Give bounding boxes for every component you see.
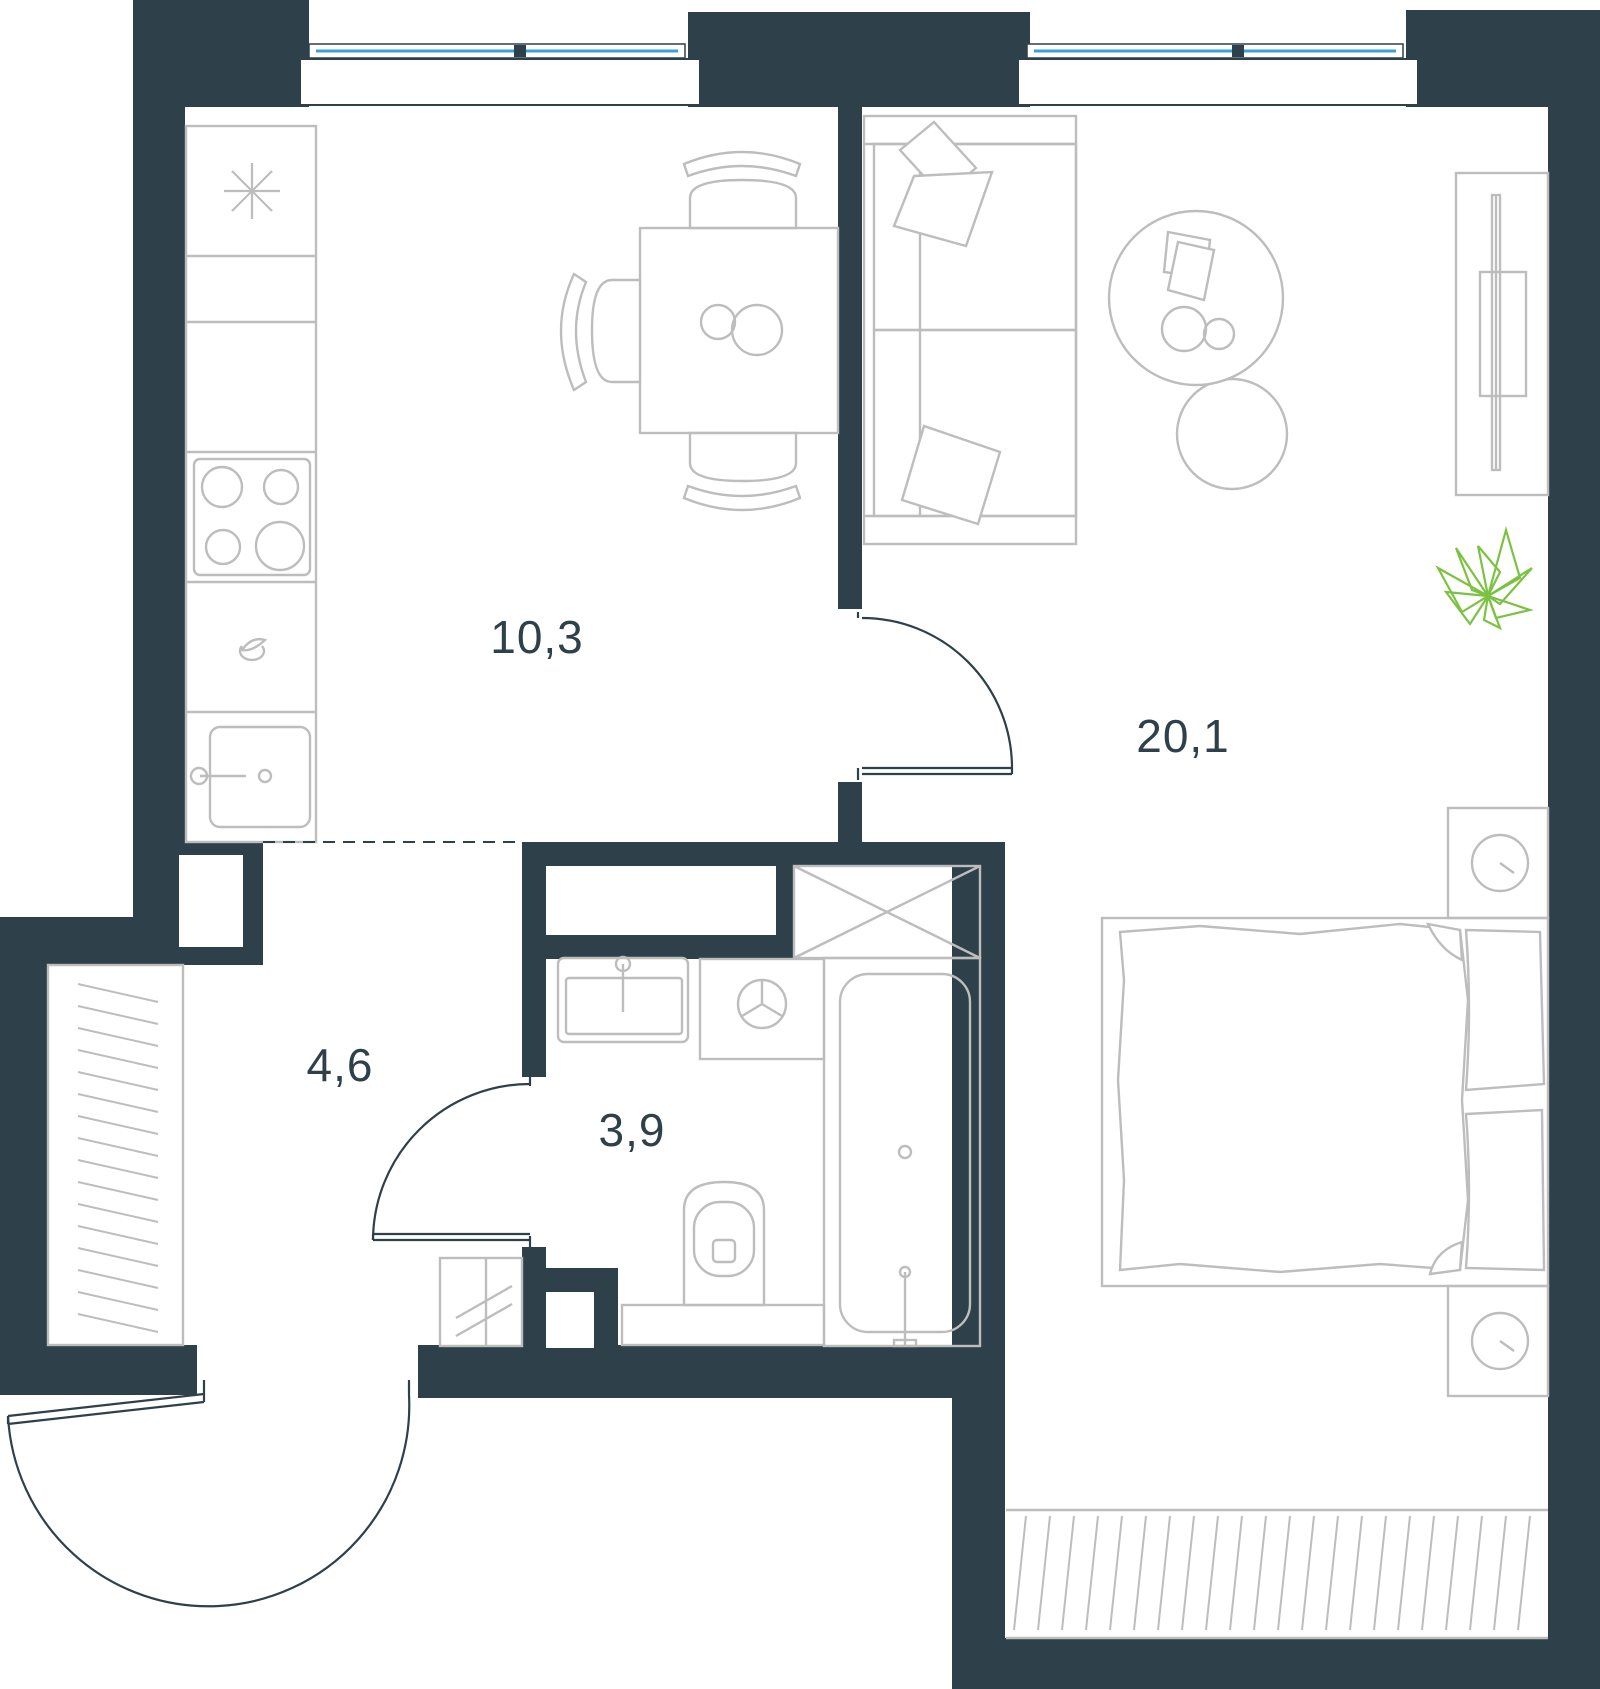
cushion-icon xyxy=(892,120,1002,526)
wardrobe-hatch-line xyxy=(77,1027,159,1047)
toilet xyxy=(620,1180,826,1347)
balcony-hatch-line xyxy=(1493,1515,1507,1631)
dining-chair-top xyxy=(682,150,802,230)
bathtub xyxy=(822,956,982,1348)
wardrobe-hatch-line xyxy=(77,1269,159,1289)
balcony-hatch-line xyxy=(1421,1515,1435,1631)
washing-machine xyxy=(698,957,826,1061)
dining-chair-bottom xyxy=(682,431,802,512)
balcony-hatch-line xyxy=(1325,1515,1339,1631)
balcony-hatch-line xyxy=(1253,1515,1267,1631)
wardrobe-hatch-line xyxy=(77,1005,159,1025)
wardrobe-hatch-line xyxy=(77,1313,159,1333)
bathroom-area-label: 3,9 xyxy=(599,1104,666,1156)
wardrobe-hatch-line xyxy=(77,1203,159,1223)
hall-wardrobe-hatch xyxy=(77,983,159,1333)
balcony-hatch-line xyxy=(1445,1515,1459,1631)
balcony-hatch-line xyxy=(1277,1515,1291,1631)
living-area-label: 20,1 xyxy=(1136,710,1230,762)
wardrobe-hatch-line xyxy=(77,983,159,1003)
nightstand-bottom xyxy=(1446,1284,1550,1398)
kitchen-sink-icon xyxy=(189,725,312,829)
balcony-hatch-line xyxy=(1205,1515,1219,1631)
wardrobe-hatch-line xyxy=(77,1291,159,1311)
shoe-rack xyxy=(438,1256,524,1348)
wardrobe-hatch-line xyxy=(77,1225,159,1245)
wall-cutouts xyxy=(179,855,774,1348)
balcony-hatch-line xyxy=(1037,1515,1051,1631)
wardrobe-hatch-line xyxy=(77,1159,159,1179)
balcony-hatch-line xyxy=(1349,1515,1363,1631)
hall-area-label: 4,6 xyxy=(307,1039,374,1091)
stove-icon xyxy=(192,457,312,577)
wardrobe-hatch-line xyxy=(77,1049,159,1069)
bathroom-sink xyxy=(556,955,690,1044)
bed xyxy=(1100,916,1550,1288)
living-balcony-glazing xyxy=(1006,1508,1548,1640)
balcony-hatch-line xyxy=(1469,1515,1483,1631)
balcony-hatch-line xyxy=(1397,1515,1411,1631)
door-kitchen-living xyxy=(856,612,1014,780)
dishwasher-icon xyxy=(238,637,268,662)
balcony-hatch-line xyxy=(1133,1515,1147,1631)
dining-table xyxy=(638,226,840,435)
balcony-hatch-line xyxy=(1301,1515,1315,1631)
living-balcony-hatch xyxy=(1013,1515,1531,1631)
window-kitchen xyxy=(299,43,701,106)
balcony-hatch-line xyxy=(1229,1515,1243,1631)
balcony-hatch-line xyxy=(1517,1515,1531,1631)
balcony-hatch-line xyxy=(1109,1515,1123,1631)
entrance-door xyxy=(6,1380,411,1608)
balcony-hatch-line xyxy=(1085,1515,1099,1631)
door-bathroom xyxy=(371,1076,532,1250)
balcony-hatch-line xyxy=(1061,1515,1075,1631)
balcony-hatch-line xyxy=(1373,1515,1387,1631)
plant-icon xyxy=(1435,525,1535,631)
wardrobe-hatch-line xyxy=(77,1115,159,1135)
coffee-table xyxy=(1107,209,1289,491)
nightstand-top xyxy=(1446,806,1550,920)
kitchen-counter xyxy=(184,124,318,844)
balcony-hatch-line xyxy=(1157,1515,1171,1631)
hall-wardrobe xyxy=(46,963,185,1347)
window-living xyxy=(1017,43,1419,106)
wardrobe-hatch-line xyxy=(77,1093,159,1113)
shaft-box xyxy=(792,864,982,960)
freezer-icon xyxy=(224,163,280,219)
balcony-hatch-line xyxy=(1013,1515,1027,1631)
dining-chair-left xyxy=(559,272,642,392)
wardrobe-hatch-line xyxy=(77,1137,159,1157)
wardrobe-hatch-line xyxy=(77,1247,159,1267)
tv-stand xyxy=(1454,171,1550,497)
wardrobe-hatch-line xyxy=(77,1071,159,1091)
wardrobe-hatch-line xyxy=(77,1181,159,1201)
balcony-hatch-line xyxy=(1181,1515,1195,1631)
kitchen-area-label: 10,3 xyxy=(490,611,584,663)
